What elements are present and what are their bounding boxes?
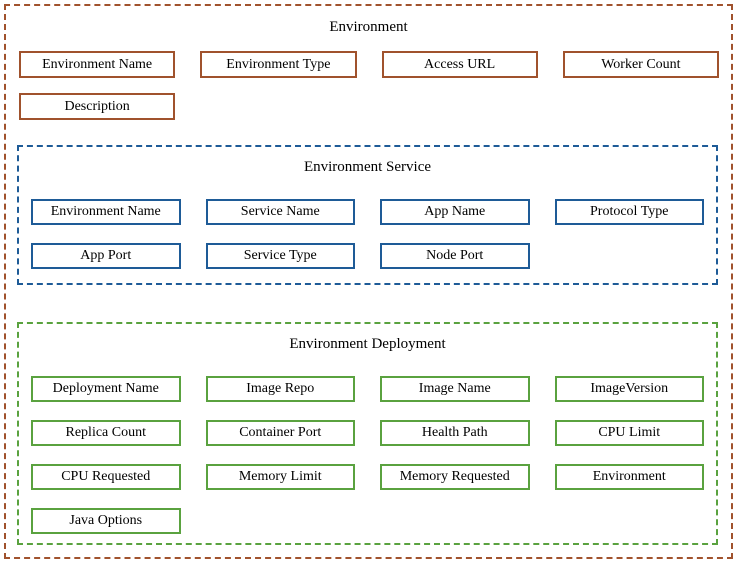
field-protocol-type: Protocol Type [554, 199, 704, 225]
field-image-repo: Image Repo [205, 376, 355, 402]
field-environment-name: Environment Name [19, 51, 176, 78]
field-image-version: ImageVersion [554, 376, 704, 402]
field-description: Description [19, 93, 176, 120]
environment-service-fields-grid: Environment Name Service Name App Name P… [31, 199, 704, 269]
field-app-name: App Name [380, 199, 530, 225]
environment-fields-grid: Environment Name Environment Type Access… [19, 51, 719, 120]
field-deployment-name: Deployment Name [31, 376, 181, 402]
section-environment-service: Environment Service Environment Name Ser… [17, 145, 718, 285]
field-app-port: App Port [31, 243, 181, 269]
field-java-options: Java Options [31, 508, 181, 534]
field-memory-requested: Memory Requested [380, 464, 530, 490]
section-environment-deployment: Environment Deployment Deployment Name I… [17, 322, 718, 545]
section-environment-title: Environment [329, 19, 408, 35]
field-cpu-requested: CPU Requested [31, 464, 181, 490]
field-replica-count: Replica Count [31, 420, 181, 446]
field-environment-type: Environment Type [200, 51, 357, 78]
field-image-name: Image Name [380, 376, 530, 402]
field-worker-count: Worker Count [562, 51, 719, 78]
field-service-name: Service Name [205, 199, 355, 225]
field-container-port: Container Port [205, 420, 355, 446]
field-memory-limit: Memory Limit [205, 464, 355, 490]
field-node-port: Node Port [380, 243, 530, 269]
field-cpu-limit: CPU Limit [554, 420, 704, 446]
section-environment: Environment Environment Name Environment… [4, 4, 733, 559]
environment-deployment-fields-grid: Deployment Name Image Repo Image Name Im… [31, 376, 704, 534]
field-service-environment-name: Environment Name [31, 199, 181, 225]
section-environment-deployment-title: Environment Deployment [289, 336, 446, 352]
field-access-url: Access URL [381, 51, 538, 78]
field-service-type: Service Type [205, 243, 355, 269]
field-health-path: Health Path [380, 420, 530, 446]
field-deploy-environment: Environment [554, 464, 704, 490]
section-environment-service-title: Environment Service [303, 159, 432, 175]
